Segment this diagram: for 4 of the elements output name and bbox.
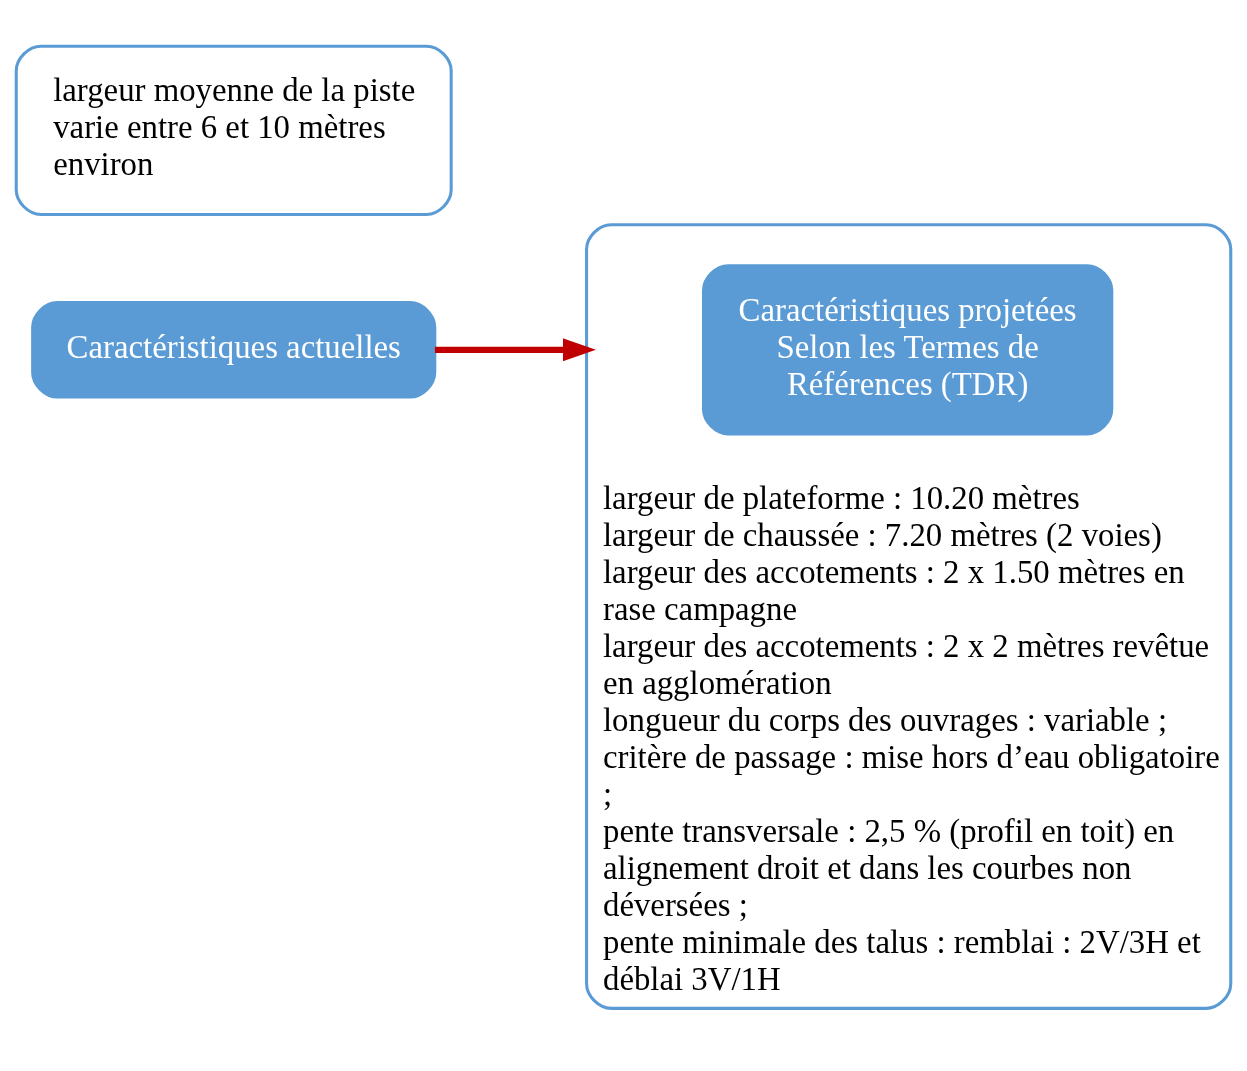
arrow bbox=[434, 338, 596, 362]
node-box: Caractéristiques projetées Selon les Termes de Références (TDR) bbox=[701, 264, 1114, 436]
node-box: Caractéristiques actuelles bbox=[31, 301, 437, 399]
node-box: largeur moyenne de la piste varie entre 6 et 10 mètres environ bbox=[14, 44, 453, 216]
